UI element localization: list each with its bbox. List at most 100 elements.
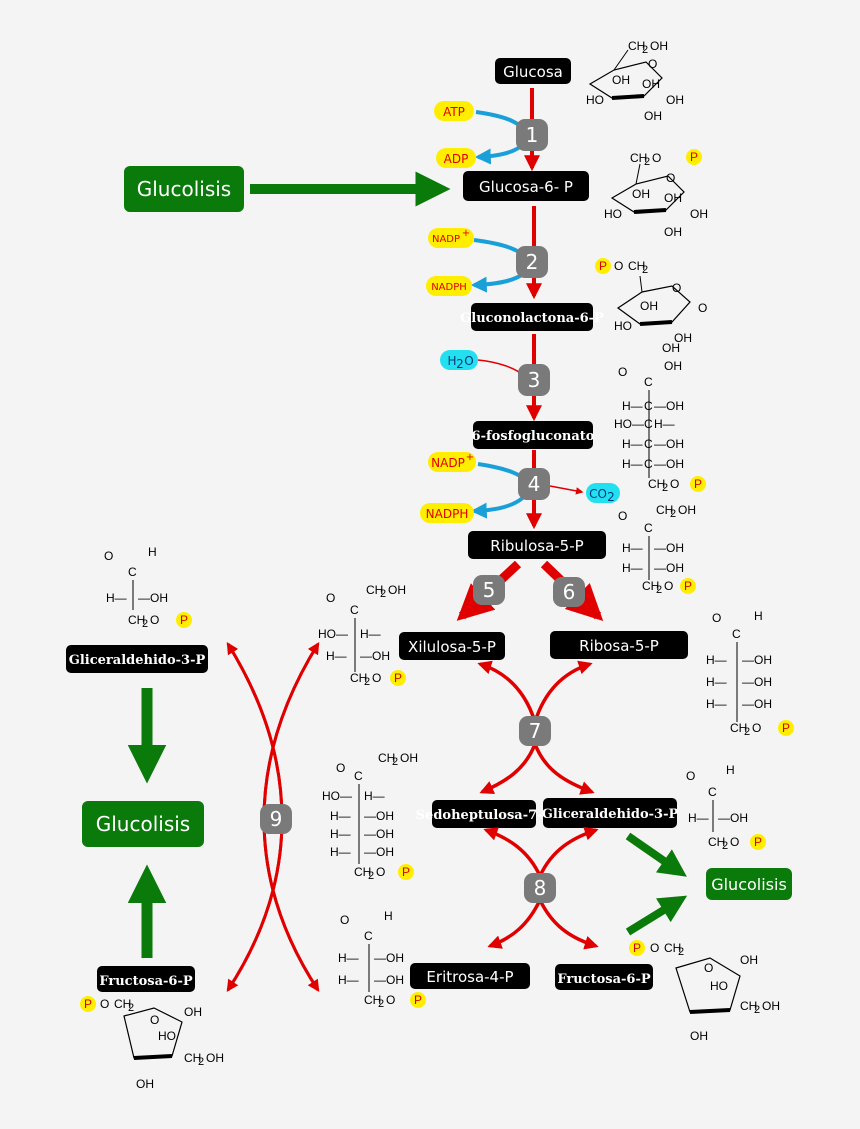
svg-text:Gliceraldehido-3-P: Gliceraldehido-3-P (542, 807, 679, 822)
svg-text:2: 2 (642, 264, 648, 276)
svg-text:P: P (690, 150, 698, 164)
svg-text:H—: H— (706, 675, 727, 689)
svg-text:O: O (100, 997, 109, 1011)
svg-text:O: O (666, 171, 675, 185)
svg-text:HO: HO (604, 207, 622, 221)
svg-text:P: P (694, 477, 702, 491)
svg-text:C: C (644, 399, 653, 413)
svg-text:5: 5 (483, 578, 496, 602)
svg-text:H—: H— (330, 845, 351, 859)
svg-text:2: 2 (754, 1004, 760, 1016)
svg-text:H—: H— (622, 399, 643, 413)
svg-text:OH: OH (662, 341, 680, 355)
svg-text:2: 2 (380, 588, 386, 600)
nadp-badge-1: NADP + (428, 228, 474, 248)
step-8: 8 (524, 873, 556, 903)
svg-text:P: P (414, 993, 422, 1007)
svg-text:NADP: NADP (431, 456, 465, 470)
svg-text:4: 4 (528, 472, 541, 496)
label-ribulosa-5-p: Ribulosa-5-P (468, 531, 606, 559)
co2-out-line (549, 485, 584, 495)
svg-text:6: 6 (563, 580, 576, 604)
svg-text:Glucolisis: Glucolisis (96, 812, 190, 836)
svg-text:HO: HO (158, 1029, 176, 1043)
structure-gluconolactona: P O CH 2 O O OH HO OH OH (595, 258, 707, 355)
svg-text:—OH: —OH (364, 809, 394, 823)
svg-text:H—: H— (706, 653, 727, 667)
svg-text:H—: H— (338, 973, 359, 987)
svg-text:ADP: ADP (444, 152, 469, 166)
svg-text:2: 2 (644, 156, 650, 168)
svg-text:O: O (730, 835, 739, 849)
structure-ribulosa-5-p: O CH 2 OH C H— —OH H— —OH CH 2 O P (618, 503, 696, 596)
glucolisis-right: Glucolisis (706, 868, 792, 900)
svg-text:H—: H— (622, 541, 643, 555)
svg-text:O: O (614, 259, 623, 273)
structure-ribosa-5-p: O H C H— —OH H— —OH H— —OH CH 2 O P (706, 609, 794, 738)
co2-badge: CO 2 (586, 483, 620, 504)
svg-text:2: 2 (368, 870, 374, 882)
svg-text:CH: CH (354, 865, 371, 879)
svg-text:OH: OH (184, 1005, 202, 1019)
svg-text:H—: H— (622, 457, 643, 471)
svg-text:—OH: —OH (364, 827, 394, 841)
label-glucosa-6-p: Glucosa-6- P (463, 171, 589, 201)
svg-text:OH: OH (666, 93, 684, 107)
svg-text:OH: OH (678, 503, 696, 517)
reaction-8-arrows (483, 826, 599, 950)
structure-gliceraldehido-right: O H C H— —OH CH 2 O P (686, 763, 766, 852)
svg-text:O: O (712, 611, 721, 625)
svg-text:OH: OH (632, 187, 650, 201)
svg-text:Gluconolactona-6-P: Gluconolactona-6-P (460, 311, 604, 326)
svg-text:Ribulosa-5-P: Ribulosa-5-P (490, 537, 583, 555)
svg-text:2: 2 (744, 726, 750, 738)
svg-text:CH: CH (378, 751, 395, 765)
svg-text:OH: OH (740, 953, 758, 967)
svg-text:O: O (372, 671, 381, 685)
svg-text:2: 2 (128, 1002, 134, 1014)
svg-text:P: P (180, 613, 188, 627)
svg-text:Ribosa-5-P: Ribosa-5-P (579, 637, 659, 655)
step-3: 3 (518, 364, 550, 396)
svg-text:C: C (644, 521, 653, 535)
svg-text:—OH: —OH (742, 675, 772, 689)
structure-fructosa-left: P O CH 2 O OH HO CH 2 OH OH (80, 996, 224, 1091)
svg-text:OH: OH (612, 73, 630, 87)
svg-text:Glucolisis: Glucolisis (711, 875, 787, 894)
svg-text:2: 2 (364, 676, 370, 688)
svg-text:HO: HO (586, 93, 604, 107)
svg-text:OH: OH (400, 751, 418, 765)
svg-text:OH: OH (664, 191, 682, 205)
svg-text:—OH: —OH (374, 973, 404, 987)
structure-glucosa-6-p: CH 2 O P O OH HO OH OH OH (604, 149, 708, 239)
glucolisis-left: Glucolisis (82, 801, 204, 847)
svg-text:P: P (394, 671, 402, 685)
svg-text:O: O (340, 913, 349, 927)
svg-text:P: P (402, 865, 410, 879)
svg-text:CO: CO (589, 487, 607, 501)
structure-gliceraldehido-left: O H C H— —OH CH 2 O P (104, 545, 192, 630)
label-6-fosfogluconato: 6-fosfogluconato (472, 421, 595, 449)
svg-text:2: 2 (722, 840, 728, 852)
h2o-badge: H 2 O (440, 350, 478, 371)
svg-text:O: O (326, 591, 335, 605)
reaction-7-arrows (477, 660, 595, 795)
svg-text:OH: OH (136, 1077, 154, 1091)
svg-text:C: C (708, 785, 717, 799)
svg-text:+: + (462, 228, 470, 239)
svg-text:O: O (150, 1013, 159, 1027)
svg-text:—OH: —OH (654, 541, 684, 555)
svg-text:O: O (672, 281, 681, 295)
svg-text:H—: H— (688, 811, 709, 825)
svg-text:—OH: —OH (364, 845, 394, 859)
svg-text:H—: H— (330, 809, 351, 823)
svg-text:O: O (336, 761, 345, 775)
svg-text:—OH: —OH (138, 591, 168, 605)
svg-text:Gliceraldehido-3-P: Gliceraldehido-3-P (69, 653, 206, 668)
svg-text:OH: OH (640, 299, 658, 313)
svg-text:C: C (644, 437, 653, 451)
label-fructosa-6-p-left: Fructosa-6-P (97, 966, 195, 992)
label-glucosa: Glucosa (495, 58, 571, 84)
nadph-badge-2: NADPH (420, 503, 474, 523)
